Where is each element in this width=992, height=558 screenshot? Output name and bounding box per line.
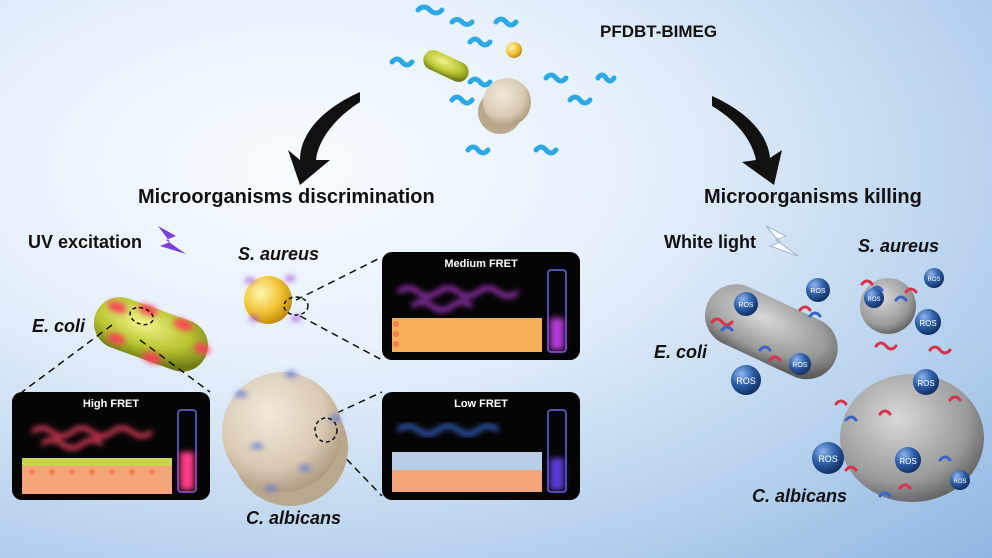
polymer-chains-top — [389, 4, 617, 156]
saureus-top-icon — [506, 42, 522, 58]
calbicans-top-icon — [478, 78, 531, 134]
panel-title: High FRET — [82, 398, 140, 410]
white-light-lightning-icon — [765, 225, 799, 257]
arrow-left-icon — [288, 92, 360, 185]
white-light-label: White light — [664, 232, 756, 252]
ecoli-right-label: E. coli — [654, 342, 708, 362]
left-heading: Microorganisms discrimination — [138, 186, 435, 208]
membrane-high-illustration — [22, 409, 197, 494]
panel-low-fret: Low FRET — [382, 392, 580, 500]
ecoli-left-icon — [93, 297, 210, 372]
panel-title: Medium FRET — [444, 258, 518, 270]
calbicans-left-icon — [222, 371, 348, 506]
calbicans-left-label: C. albicans — [246, 508, 342, 528]
saureus-left-label: S. aureus — [238, 244, 320, 264]
ecoli-top-icon — [423, 50, 469, 82]
panel-high-fret: High FRET — [12, 392, 210, 500]
panel-medium-fret: Medium FRET — [382, 252, 580, 360]
uv-excitation-label: UV excitation — [28, 232, 143, 252]
saureus-left-icon — [244, 276, 309, 324]
saureus-right-label: S. aureus — [858, 236, 940, 256]
ecoli-left-label: E. coli — [32, 316, 86, 336]
panel-title: Low FRET — [454, 398, 508, 410]
uv-lightning-icon — [158, 226, 186, 254]
calbicans-right-icon — [840, 374, 984, 502]
membrane-low-illustration — [392, 409, 567, 493]
calbicans-right-label: C. albicans — [752, 486, 848, 506]
ecoli-right-icon — [705, 284, 838, 380]
right-heading: Microorganisms killing — [704, 186, 922, 208]
saureus-right-icon — [860, 278, 916, 334]
arrow-right-icon — [712, 96, 782, 185]
polymer-title: PFDBT-BIMEG — [600, 22, 718, 41]
membrane-medium-illustration — [392, 269, 567, 353]
